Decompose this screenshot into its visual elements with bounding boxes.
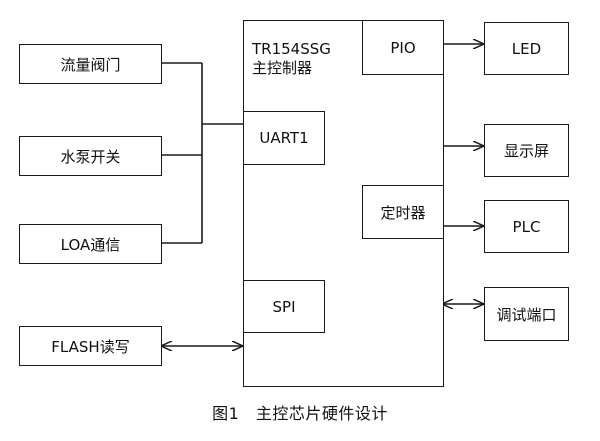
water-pump-switch-block: 水泵开关 xyxy=(19,136,162,176)
controller-label: 主控制器 xyxy=(252,59,313,77)
controller-model: TR154SSG xyxy=(252,40,331,58)
led-block: LED xyxy=(484,22,569,75)
flow-valve-block: 流量阀门 xyxy=(19,44,162,84)
plc-block: PLC xyxy=(484,200,569,253)
display-block: 显示屏 xyxy=(484,124,569,177)
loa-comm-block: LOA通信 xyxy=(19,224,162,264)
figure-caption: 图1 主控芯片硬件设计 xyxy=(212,404,388,423)
flash-rw-block: FLASH读写 xyxy=(19,326,162,366)
timer-block: 定时器 xyxy=(362,185,444,239)
debug-port-block: 调试端口 xyxy=(484,287,569,341)
pio-block: PIO xyxy=(362,20,444,75)
uart1-block: UART1 xyxy=(243,111,325,165)
spi-block: SPI xyxy=(243,280,325,333)
main-controller-title: TR154SSG 主控制器 xyxy=(252,40,362,78)
